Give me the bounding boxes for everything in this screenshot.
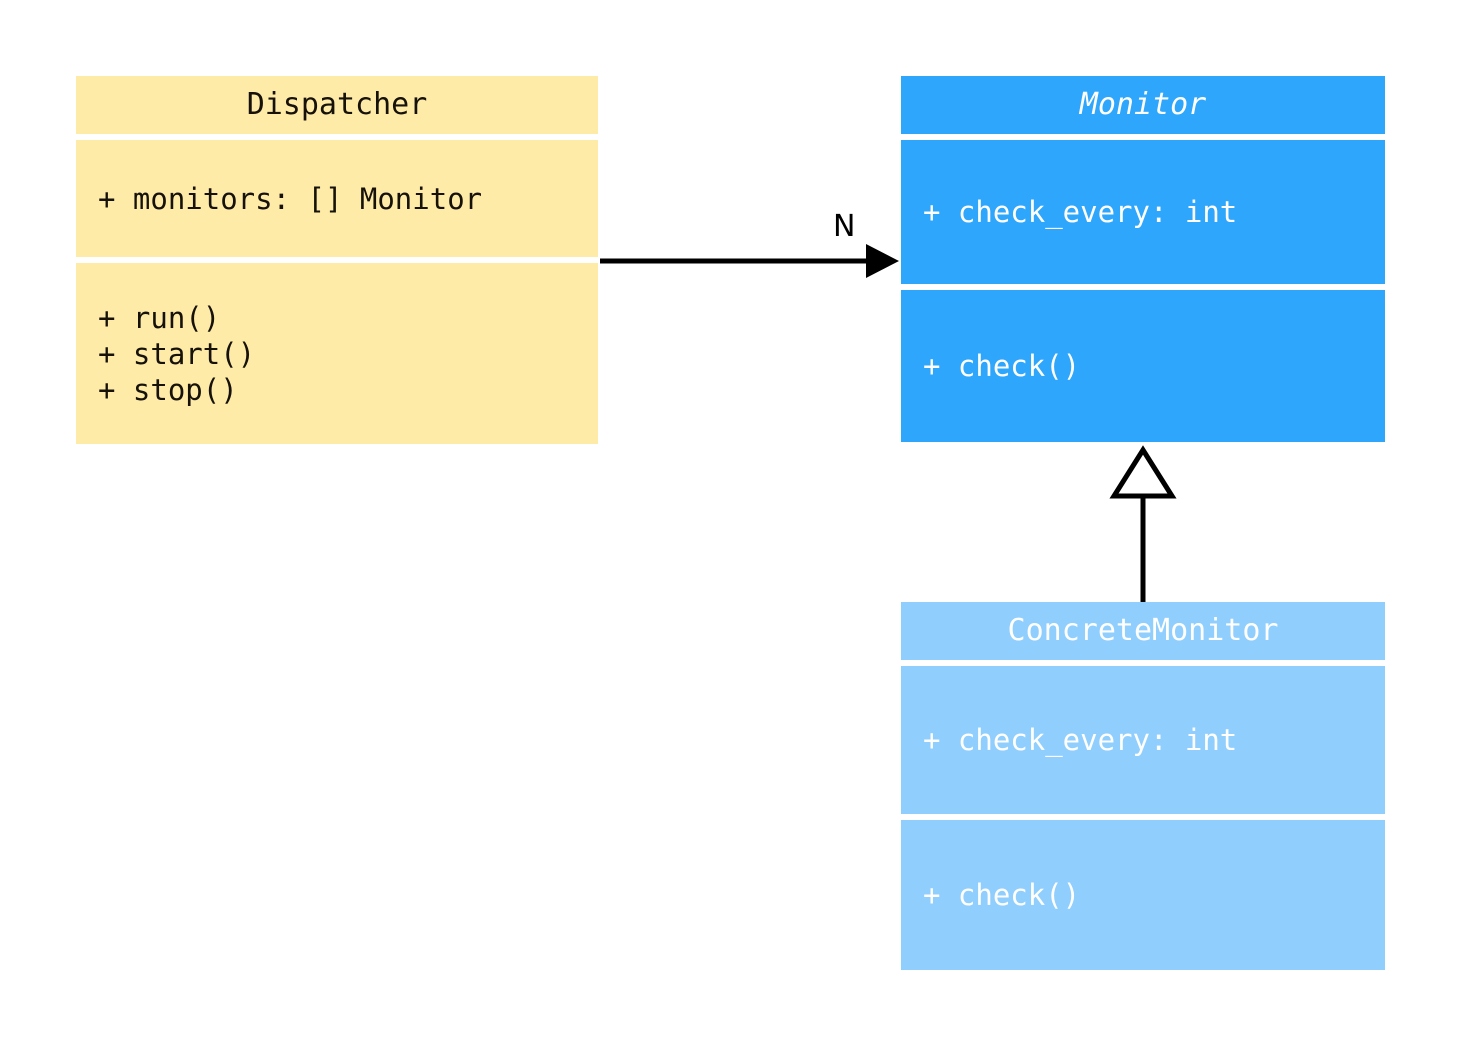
hollow-triangle-arrowhead-icon <box>1109 445 1177 499</box>
operation-item: + start() <box>98 336 256 371</box>
attributes-compartment-dispatcher: + monitors: [] Monitor <box>76 140 598 257</box>
class-divider <box>76 134 598 140</box>
class-title-dispatcher: Dispatcher <box>246 87 428 122</box>
class-divider <box>901 134 1385 140</box>
operation-item: + check() <box>923 349 1081 383</box>
class-divider <box>901 284 1385 290</box>
attribute-item: + check_every: int <box>923 195 1238 229</box>
attribute-item: + check_every: int <box>923 723 1238 757</box>
operation-item: + run() <box>98 300 221 335</box>
attribute-item: + monitors: [] Monitor <box>98 181 483 216</box>
attributes-compartment-concretemonitor: + check_every: int <box>901 666 1385 814</box>
operation-item: + check() <box>923 878 1081 912</box>
class-divider <box>901 660 1385 666</box>
class-divider <box>901 814 1385 820</box>
operations-compartment-concretemonitor: + check() <box>901 820 1385 970</box>
filled-triangle-arrowhead-icon <box>866 244 899 278</box>
multiplicity-label-n: N <box>833 209 856 244</box>
class-box-dispatcher[interactable]: Dispatcher + monitors: [] Monitor + run(… <box>76 76 598 444</box>
attributes-compartment-monitor: + check_every: int <box>901 140 1385 284</box>
class-box-monitor[interactable]: Monitor + check_every: int + check() <box>901 76 1385 442</box>
operations-compartment-monitor: + check() <box>901 290 1385 442</box>
class-title-concretemonitor: ConcreteMonitor <box>1007 613 1279 648</box>
class-divider <box>76 257 598 263</box>
generalization-concretemonitor-to-monitor <box>1109 445 1177 602</box>
class-box-concretemonitor[interactable]: ConcreteMonitor + check_every: int + che… <box>901 602 1385 970</box>
operations-compartment-dispatcher: + run() + start() + stop() <box>76 263 598 444</box>
operation-item: + stop() <box>98 372 238 407</box>
association-dispatcher-to-monitor <box>600 244 899 278</box>
class-title-monitor: Monitor <box>1079 87 1207 122</box>
